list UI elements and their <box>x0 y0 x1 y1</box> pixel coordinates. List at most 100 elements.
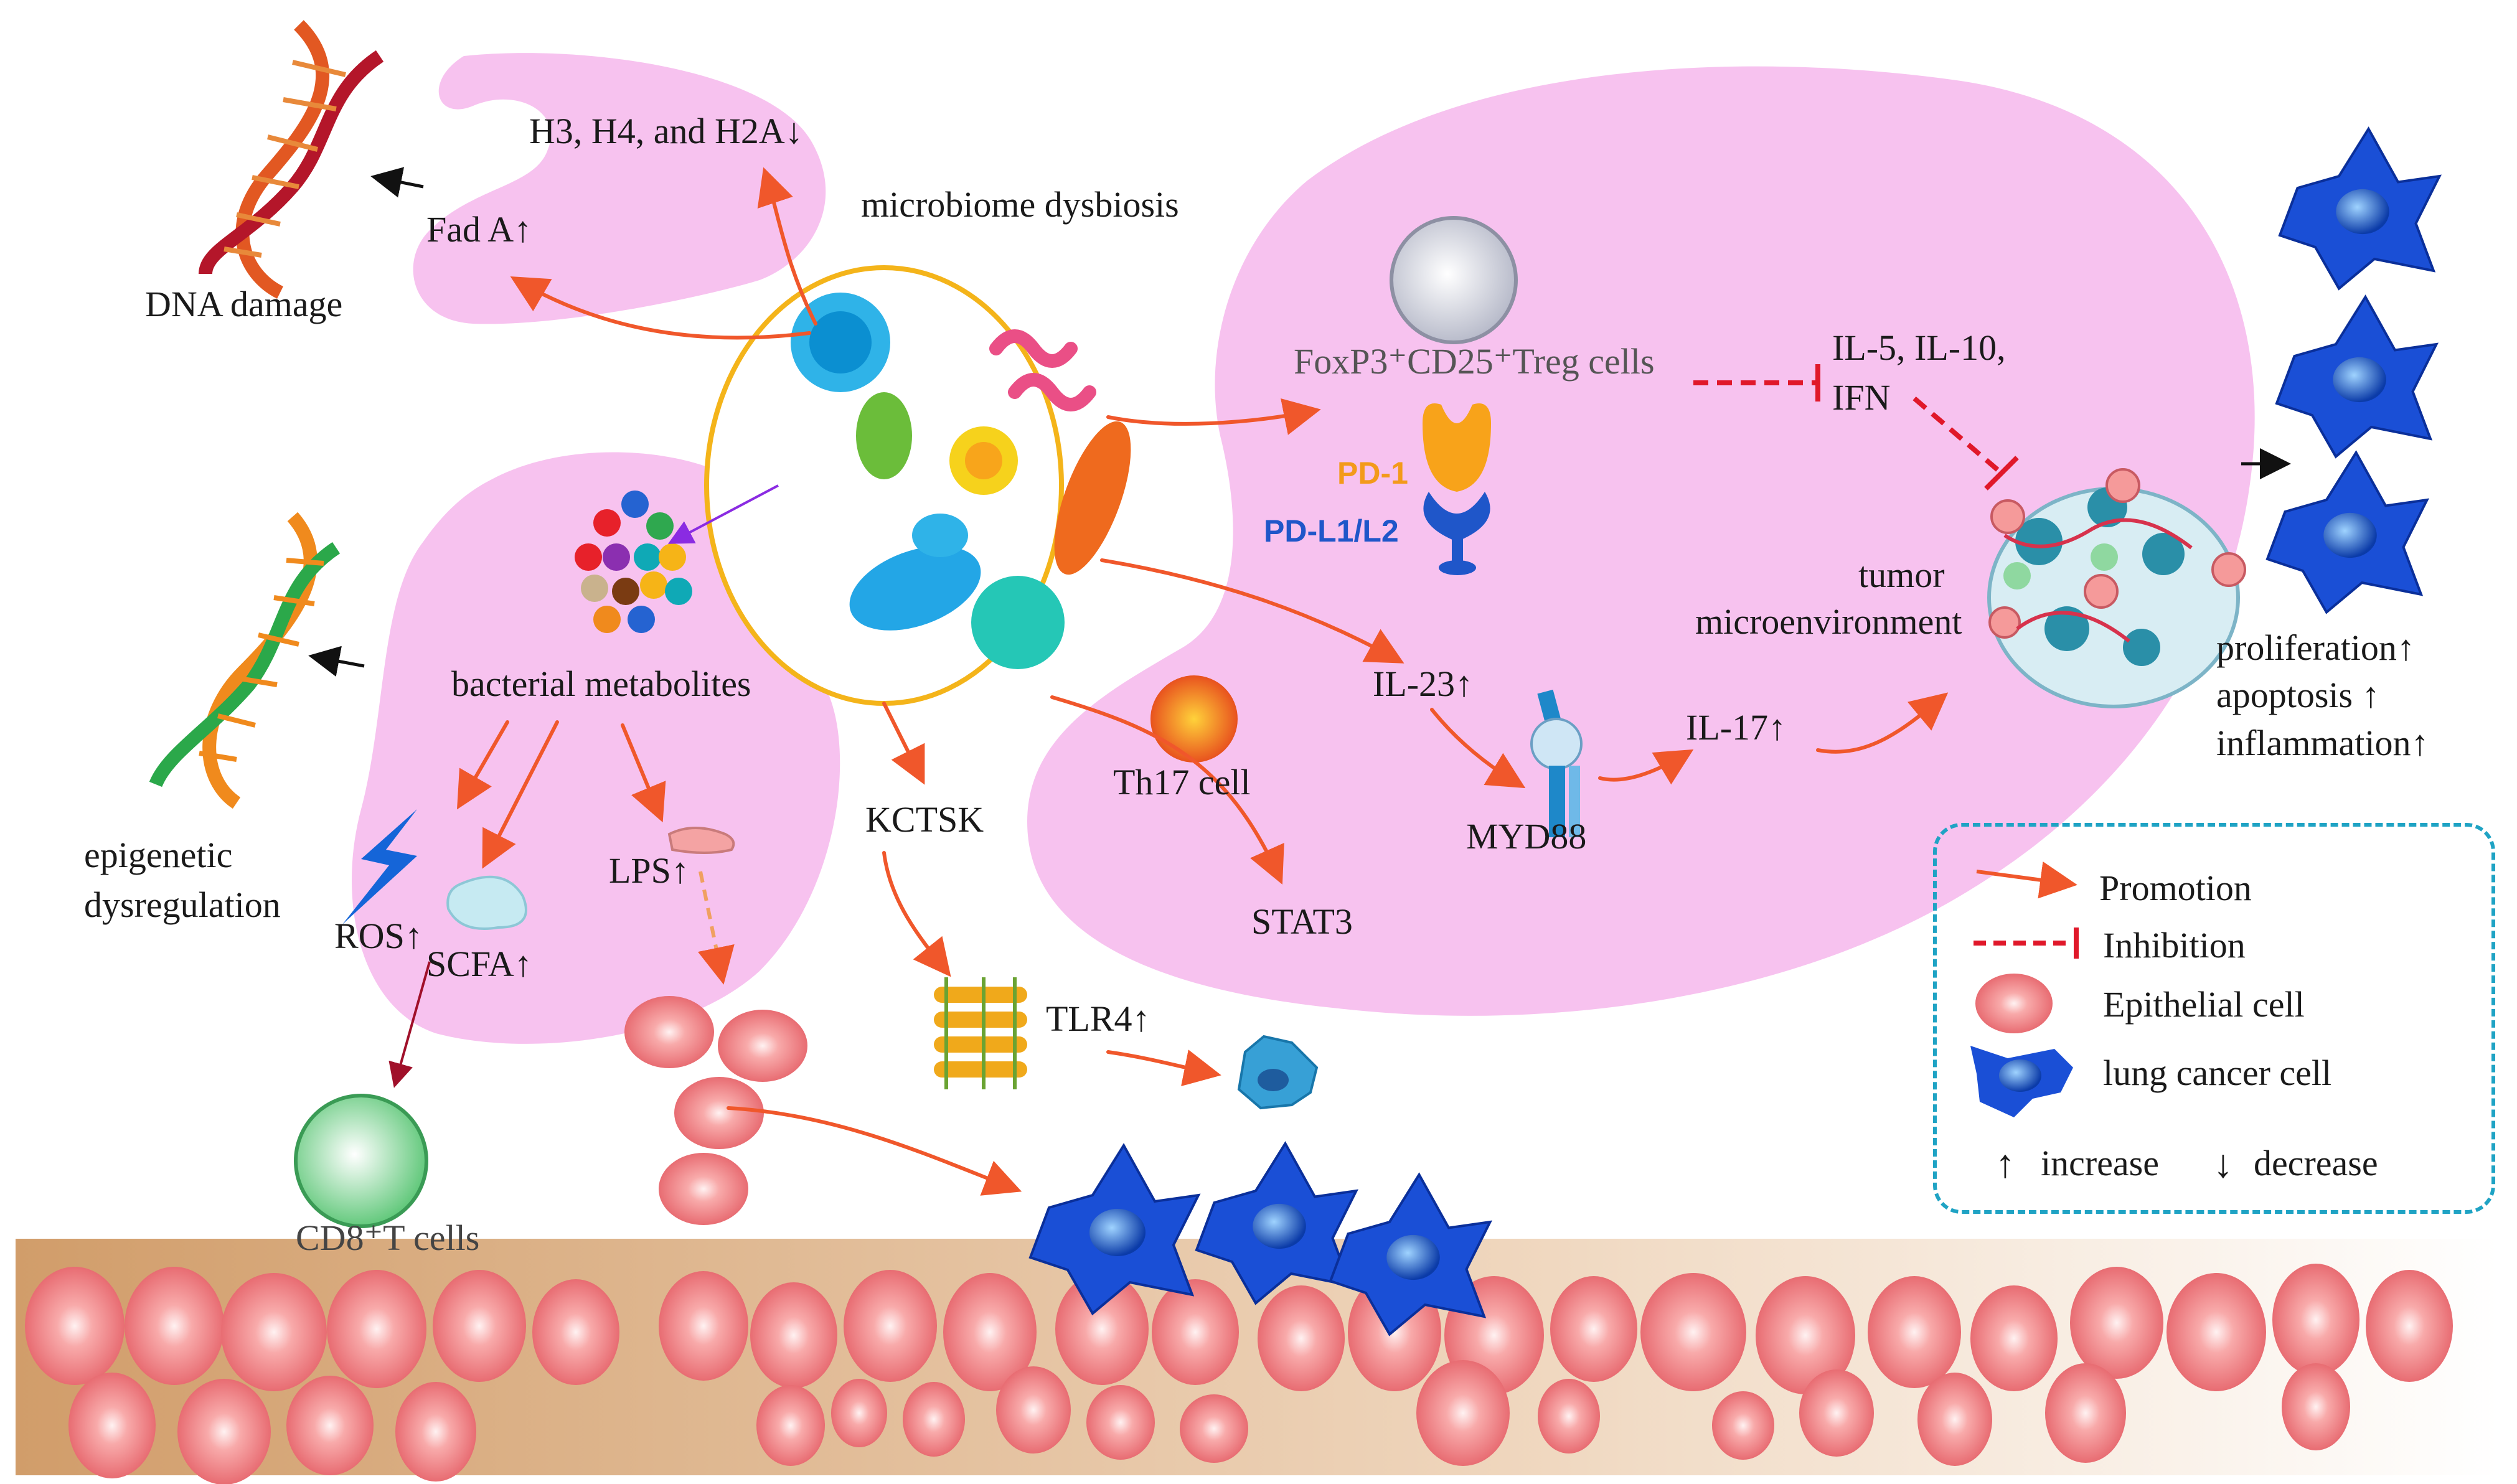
tissue-epithelial-cell <box>1756 1276 1855 1394</box>
legend-up-arrow: ↑ <box>1995 1142 2015 1186</box>
tissue-epithelial-cell <box>2070 1267 2163 1379</box>
tissue-epithelial-cells <box>25 1264 2453 1484</box>
label-il-cytokines-2: IFN <box>1832 377 1891 418</box>
metabolite-arrow <box>667 484 779 544</box>
bacteria-cluster <box>791 293 1131 669</box>
label-myd88: MYD88 <box>1466 816 1587 857</box>
label-microbiome: microbiome dysbiosis <box>861 184 1179 225</box>
legend-promotion-arrow <box>1976 861 2077 899</box>
label-pdl: PD-L1/L2 <box>1264 514 1399 548</box>
tissue-epithelial-cell <box>1712 1391 1774 1460</box>
tlr4-target-cell <box>1237 1035 1319 1110</box>
label-tlr4: TLR4↑ <box>1046 998 1150 1039</box>
treg-cell <box>1390 216 1518 344</box>
tissue-epithelial-cell <box>433 1270 526 1382</box>
label-proliferation: proliferation↑ <box>2216 627 2415 668</box>
label-tumor-1: tumor <box>1858 555 1945 595</box>
legend-decrease: decrease <box>2254 1143 2378 1183</box>
tissue-epithelial-cell <box>2045 1363 2126 1463</box>
tissue-epithelial-cell <box>125 1267 224 1385</box>
legend-inhibition-line <box>1974 928 2079 959</box>
epithelial-cells-floating <box>624 996 807 1225</box>
tissue-epithelial-cell <box>1799 1369 1874 1457</box>
tissue-epithelial-cell <box>1180 1394 1248 1463</box>
label-il23: IL-23↑ <box>1373 664 1474 704</box>
label-lps: LPS↑ <box>609 850 689 891</box>
legend-epithelial: Epithelial cell <box>2103 984 2305 1025</box>
lung-cancer-cell-nucleus <box>1089 1209 1146 1256</box>
th17-cell <box>1150 675 1238 763</box>
lung-cancer-cell-nucleus <box>1253 1203 1306 1249</box>
tissue-epithelial-cell <box>750 1282 837 1388</box>
tumor-cluster <box>1987 468 2246 708</box>
label-ros: ROS↑ <box>334 916 423 956</box>
legend-down-arrow: ↓ <box>2213 1142 2233 1186</box>
label-histones: H3, H4, and H2A↓ <box>529 111 803 151</box>
legend-cancer-icon <box>1970 1046 2073 1117</box>
legend-cancer: lung cancer cell <box>2103 1053 2332 1093</box>
tissue-epithelial-cell <box>2282 1363 2350 1450</box>
tissue-epithelial-cell <box>2167 1273 2266 1391</box>
cancer-cells-right <box>2265 126 2442 614</box>
legend-promotion: Promotion <box>2099 868 2252 908</box>
cd8-cell <box>294 1094 428 1228</box>
label-il17: IL-17↑ <box>1686 707 1787 748</box>
tissue-epithelial-cell <box>1258 1285 1345 1391</box>
label-apoptosis: apoptosis ↑ <box>2216 675 2380 715</box>
tissue-epithelial-cell <box>1055 1273 1149 1385</box>
tissue-epithelial-cell <box>659 1271 748 1381</box>
tissue-epithelial-cell <box>68 1373 156 1478</box>
label-tumor-2: microenvironment <box>1695 601 1962 642</box>
lps-icon <box>667 827 735 854</box>
tissue-epithelial-cell <box>1152 1279 1239 1385</box>
dna-helix-epigenetic <box>149 512 341 809</box>
tissue-epithelial-cell <box>831 1379 887 1447</box>
ros-lightning-icon <box>342 809 417 924</box>
tissue-epithelial-cell <box>532 1279 619 1385</box>
tissue-epithelial-cell <box>1917 1373 1992 1466</box>
label-fada: Fad A↑ <box>426 209 532 250</box>
inhibition-lines <box>1693 364 2019 491</box>
label-dna-damage: DNA damage <box>145 284 343 324</box>
label-treg: FoxP3⁺CD25⁺Treg cells <box>1294 341 1655 382</box>
tissue-epithelial-cell <box>996 1366 1071 1453</box>
lung-cancer-cell-nucleus <box>2323 512 2377 558</box>
label-kctsk: KCTSK <box>865 799 984 840</box>
label-scfa: SCFA↑ <box>426 944 532 984</box>
tissue-epithelial-cell <box>221 1273 327 1391</box>
lung-cancer-cell-nucleus <box>2333 357 2386 403</box>
cancer-cells-bottom <box>1028 1141 1492 1336</box>
legend-increase: increase <box>2041 1143 2159 1183</box>
label-epigenetic-1: epigenetic <box>84 835 233 875</box>
lung-cancer-cell-nucleus <box>2336 189 2389 235</box>
cd8-arrow <box>388 961 431 1088</box>
tissue-epithelial-cell <box>1086 1385 1155 1460</box>
legend-epithelial-icon <box>1975 974 2053 1033</box>
promotion-arrows <box>457 167 1949 1196</box>
tissue-epithelial-cell <box>844 1270 937 1382</box>
label-pd1: PD-1 <box>1337 456 1408 491</box>
tissue-epithelial-cell <box>2272 1264 2359 1376</box>
label-epigenetic-2: dysregulation <box>84 885 281 925</box>
label-inflammation: inflammation↑ <box>2216 723 2429 763</box>
tissue-epithelial-cell <box>903 1382 965 1457</box>
tissue-epithelial-cell <box>395 1382 476 1482</box>
legend-box <box>1933 823 2495 1214</box>
label-th17: Th17 cell <box>1113 762 1251 802</box>
tissue-epithelial-cell <box>2366 1270 2453 1382</box>
legend-inhibition: Inhibition <box>2103 925 2246 965</box>
tissue-epithelial-cell <box>25 1267 125 1385</box>
tissue-epithelial-cell <box>177 1379 271 1484</box>
label-bacterial-metabolites: bacterial metabolites <box>451 664 751 704</box>
tissue-epithelial-cell <box>1538 1379 1600 1453</box>
myd88-receptor-icon <box>1530 689 1583 837</box>
pd1-receptor-icon <box>1423 403 1491 575</box>
lung-cancer-cell-nucleus <box>1386 1234 1440 1280</box>
tissue-epithelial-cell <box>286 1376 374 1475</box>
region-immune <box>1027 66 2255 1016</box>
tissue-epithelial-cell <box>1868 1276 1961 1388</box>
black-arrows <box>308 167 2291 677</box>
tissue-epithelial-cell <box>1640 1273 1746 1391</box>
tlr4-receptor-icon <box>934 977 1027 1089</box>
